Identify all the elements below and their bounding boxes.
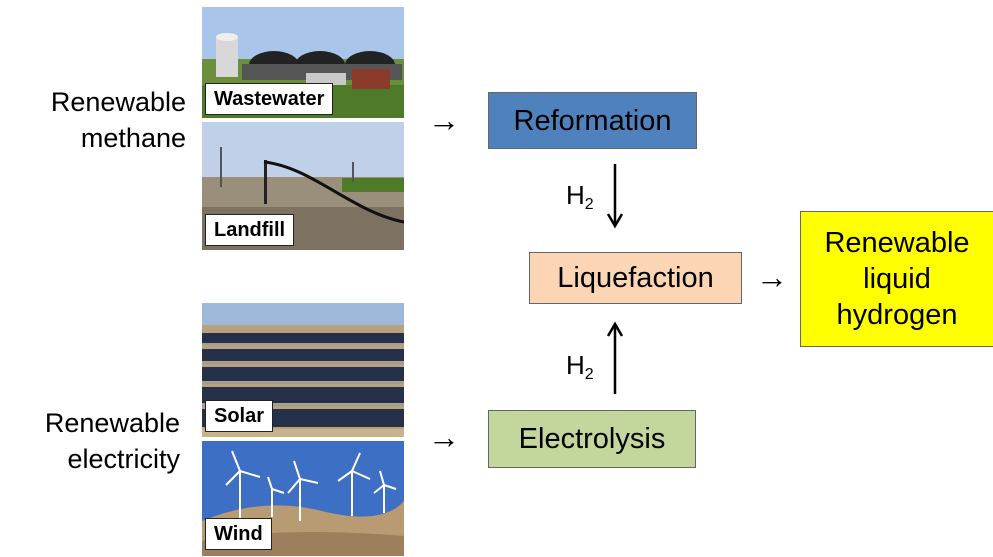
renewable-methane-label: Renewable methane — [8, 84, 186, 156]
solar-tag: Solar — [205, 400, 274, 432]
liquefaction-label: Liquefaction — [557, 262, 714, 294]
reformation-label: Reformation — [513, 104, 672, 137]
product-label-line3: hydrogen — [836, 299, 958, 331]
landfill-tag: Landfill — [205, 214, 295, 246]
electricity-label-line1: Renewable — [44, 408, 180, 438]
h2-top-subscript: 2 — [584, 196, 594, 213]
right-arrow-icon: → — [428, 102, 460, 138]
electricity-label-line2: electricity — [67, 444, 180, 474]
h2-top-label: H2 — [566, 180, 594, 220]
h2-top-symbol: H — [566, 180, 585, 210]
methane-label-line2: methane — [80, 123, 186, 153]
right-arrow-icon: → — [428, 419, 460, 455]
h2-bottom-subscript: 2 — [584, 366, 594, 383]
h2-bottom-symbol: H — [566, 350, 585, 380]
electrolysis-label: Electrolysis — [518, 423, 666, 455]
methane-label-line1: Renewable — [50, 87, 186, 117]
product-label-line2: liquid — [863, 263, 931, 295]
reformation-box: Reformation — [488, 92, 697, 149]
electrolysis-box: Electrolysis — [488, 410, 696, 468]
renewable-liquid-hydrogen-box: Renewable liquid hydrogen — [800, 211, 993, 347]
wastewater-tag: Wastewater — [205, 83, 334, 115]
product-label-line1: Renewable — [824, 227, 970, 259]
liquefaction-box: Liquefaction — [529, 252, 742, 304]
down-arrow-icon — [606, 164, 624, 229]
h2-bottom-label: H2 — [566, 350, 594, 390]
up-arrow-icon — [606, 321, 624, 394]
right-arrow-icon: → — [756, 259, 788, 295]
wind-tag: Wind — [205, 518, 272, 550]
renewable-electricity-label: Renewable electricity — [8, 405, 180, 477]
